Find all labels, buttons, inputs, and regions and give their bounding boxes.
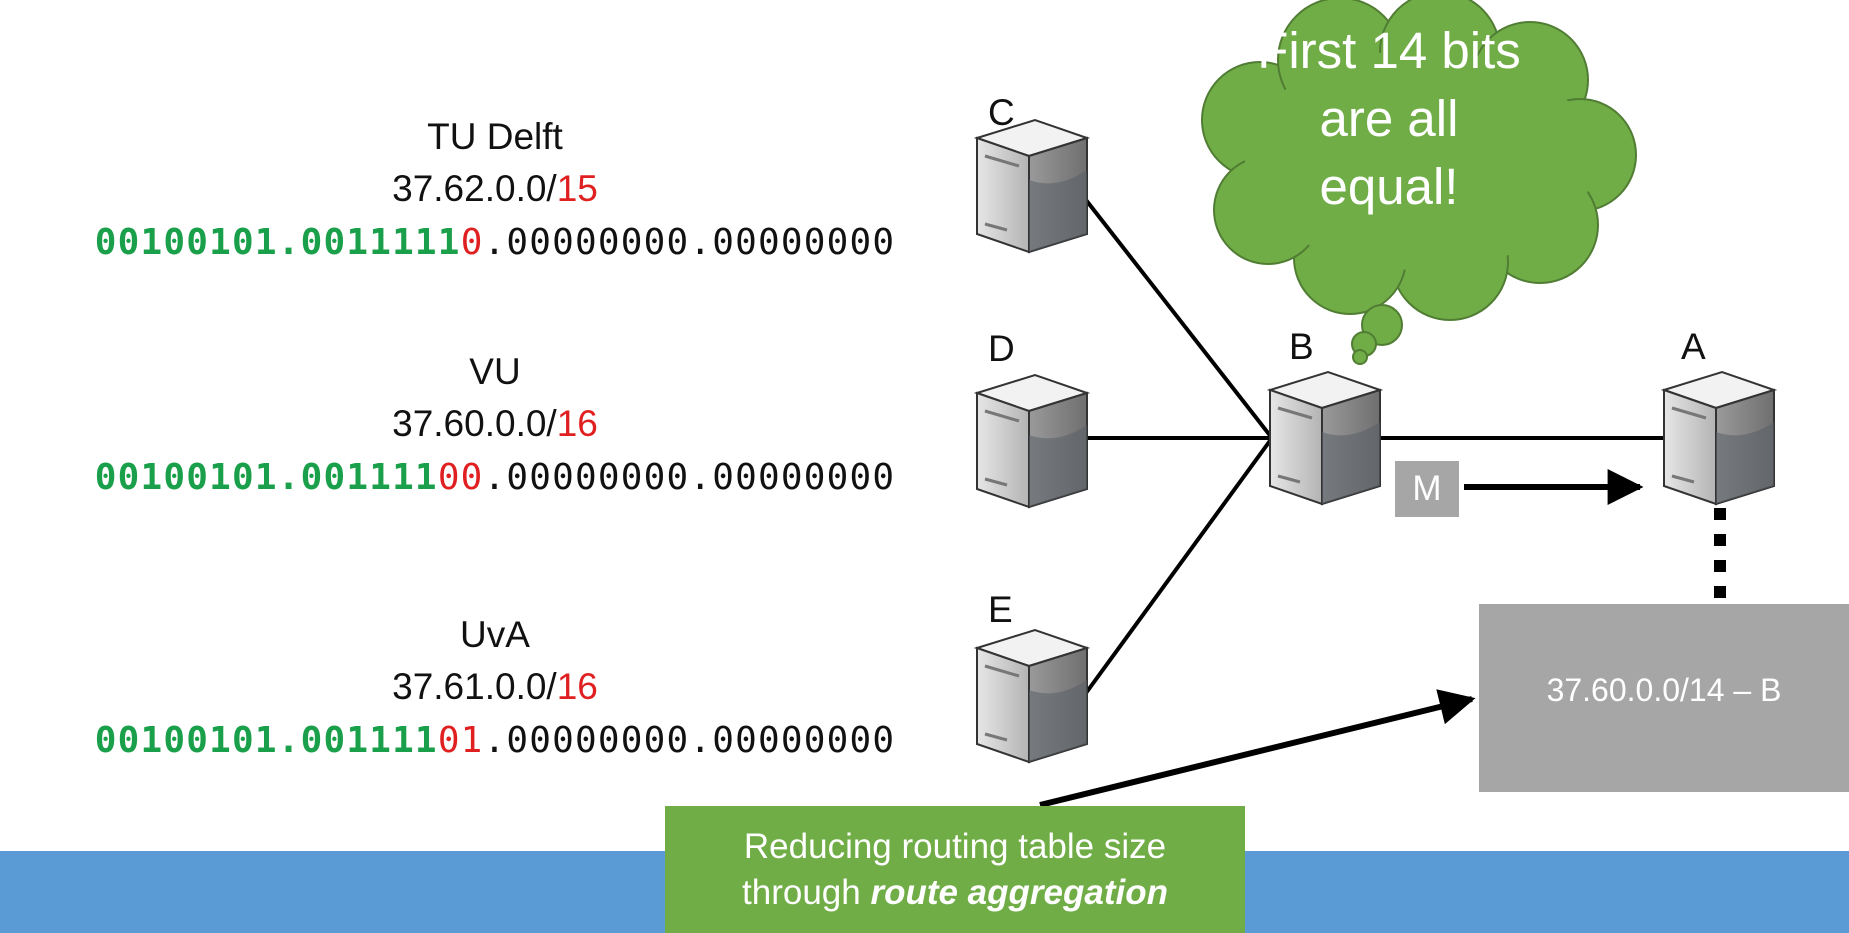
thought-cloud [1201,0,1637,365]
server-a-icon [1662,370,1776,506]
message-badge: M [1395,461,1459,517]
node-label-d: D [988,328,1015,369]
bits-match: 00100101.0011111 [94,222,461,263]
bits-host: .00000000.00000000 [483,222,896,263]
node-label-c: C [988,92,1015,133]
bits-host: .00000000.00000000 [483,457,896,498]
caption-line-2: through route aggregation [742,873,1168,912]
routing-table-entry: 37.60.0.0/14 – B [1479,604,1849,792]
prefix-vu: VU 37.60.0.0/16 00100101.00111100.000000… [25,346,965,506]
prefix-tu-delft: TU Delft 37.62.0.0/15 00100101.00111110.… [25,111,965,271]
server-c-icon [975,118,1089,254]
link-e-b [1084,436,1274,695]
node-label-e: E [988,589,1013,630]
caption-line-1: Reducing routing table size [743,827,1167,866]
bits-host: .00000000.00000000 [483,720,896,761]
thought-line: First 14 bits [1257,22,1521,79]
thought-line: equal! [1319,158,1459,215]
prefix-address: 37.62.0.0/15 [392,168,598,209]
server-d-icon [975,373,1089,509]
prefix-bits: 00100101.00111110.00000000.00000000 [25,215,965,271]
link-c-b [1084,198,1274,440]
thought-line: are all [1319,90,1459,147]
aggregation-arrow [1039,689,1476,808]
node-label-b: B [1289,326,1314,367]
bits-diff: 0 [460,222,484,263]
bits-match: 00100101.001111 [94,720,438,761]
prefix-length: 15 [556,168,598,209]
caption-box: Reducing routing table size through rout… [665,806,1245,933]
prefix-address: 37.60.0.0/16 [392,403,598,444]
thought-text: First 14 bits are all equal! [1193,17,1585,221]
prefix-address: 37.61.0.0/16 [392,666,598,707]
route-entry-text: 37.60.0.0/14 – B [1546,672,1782,708]
bits-diff: 00 [437,457,484,498]
prefix-uva: UvA 37.61.0.0/16 00100101.00111101.00000… [25,609,965,769]
node-label-a: A [1681,326,1706,367]
server-e-icon [975,628,1089,764]
prefix-name: UvA [460,614,530,655]
bits-match: 00100101.001111 [94,457,438,498]
prefix-bits: 00100101.00111100.00000000.00000000 [25,450,965,506]
bits-diff: 01 [437,720,484,761]
prefix-name: TU Delft [427,116,563,157]
server-b-icon [1268,370,1382,506]
prefix-length: 16 [556,666,598,707]
prefix-length: 16 [556,403,598,444]
prefix-bits: 00100101.00111101.00000000.00000000 [25,713,965,769]
caption-emphasis: route aggregation [870,873,1168,912]
prefix-name: VU [469,351,521,392]
